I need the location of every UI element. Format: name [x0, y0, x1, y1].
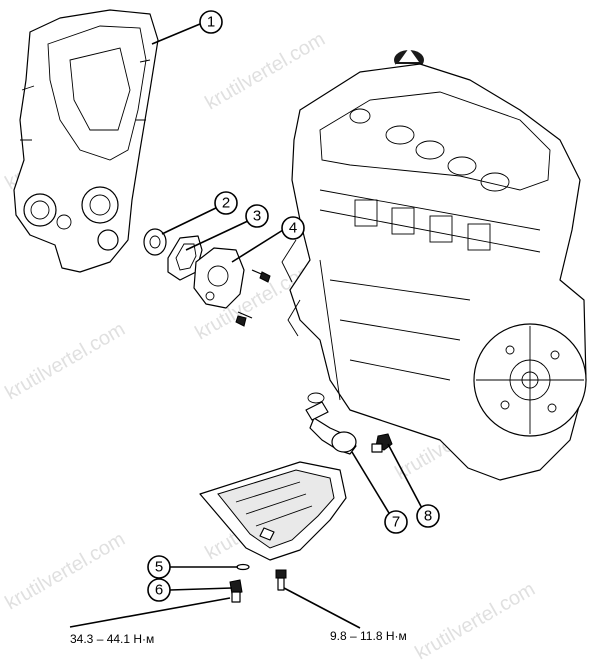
watermark-text: krutilvertel.com — [412, 578, 539, 664]
oil-strainer — [305, 392, 357, 455]
oil-pump-housing — [193, 247, 271, 327]
callout-5-label: 5 — [155, 559, 163, 576]
oil-pan-bolt — [275, 569, 287, 591]
callout-5: 5 — [147, 555, 171, 579]
callout-6: 6 — [147, 578, 171, 602]
callout-2: 2 — [214, 191, 238, 215]
oil-pan — [199, 461, 347, 561]
callout-2-label: 2 — [222, 195, 230, 212]
callout-4: 4 — [281, 216, 305, 240]
callout-1: 1 — [199, 10, 223, 34]
torque-oil-pan-bolt: 9.8 – 11.8 Н·м — [330, 629, 407, 643]
engine-block — [281, 63, 587, 481]
callout-3-label: 3 — [253, 208, 261, 225]
callout-3: 3 — [245, 204, 269, 228]
callout-1-label: 1 — [207, 14, 215, 31]
leader-lines — [69, 23, 425, 629]
oil-pump-seal — [143, 228, 167, 256]
oil-pressure-switch — [371, 433, 393, 453]
watermark-text: krutilvertel.com — [202, 28, 329, 114]
callout-6-label: 6 — [155, 582, 163, 599]
callout-8-label: 8 — [424, 508, 432, 525]
drain-plug — [229, 579, 243, 603]
watermark-text: krutilvertel.com — [2, 318, 129, 404]
callout-7-label: 7 — [392, 514, 400, 531]
timing-chain-cover — [13, 9, 159, 273]
drain-plug-gasket — [236, 563, 250, 571]
callout-7: 7 — [384, 510, 408, 534]
torque-drain-plug: 34.3 – 44.1 Н·м — [70, 632, 154, 646]
callout-4-label: 4 — [289, 220, 297, 237]
callout-8: 8 — [416, 504, 440, 528]
watermark-text: krutilvertel.com — [2, 528, 129, 614]
